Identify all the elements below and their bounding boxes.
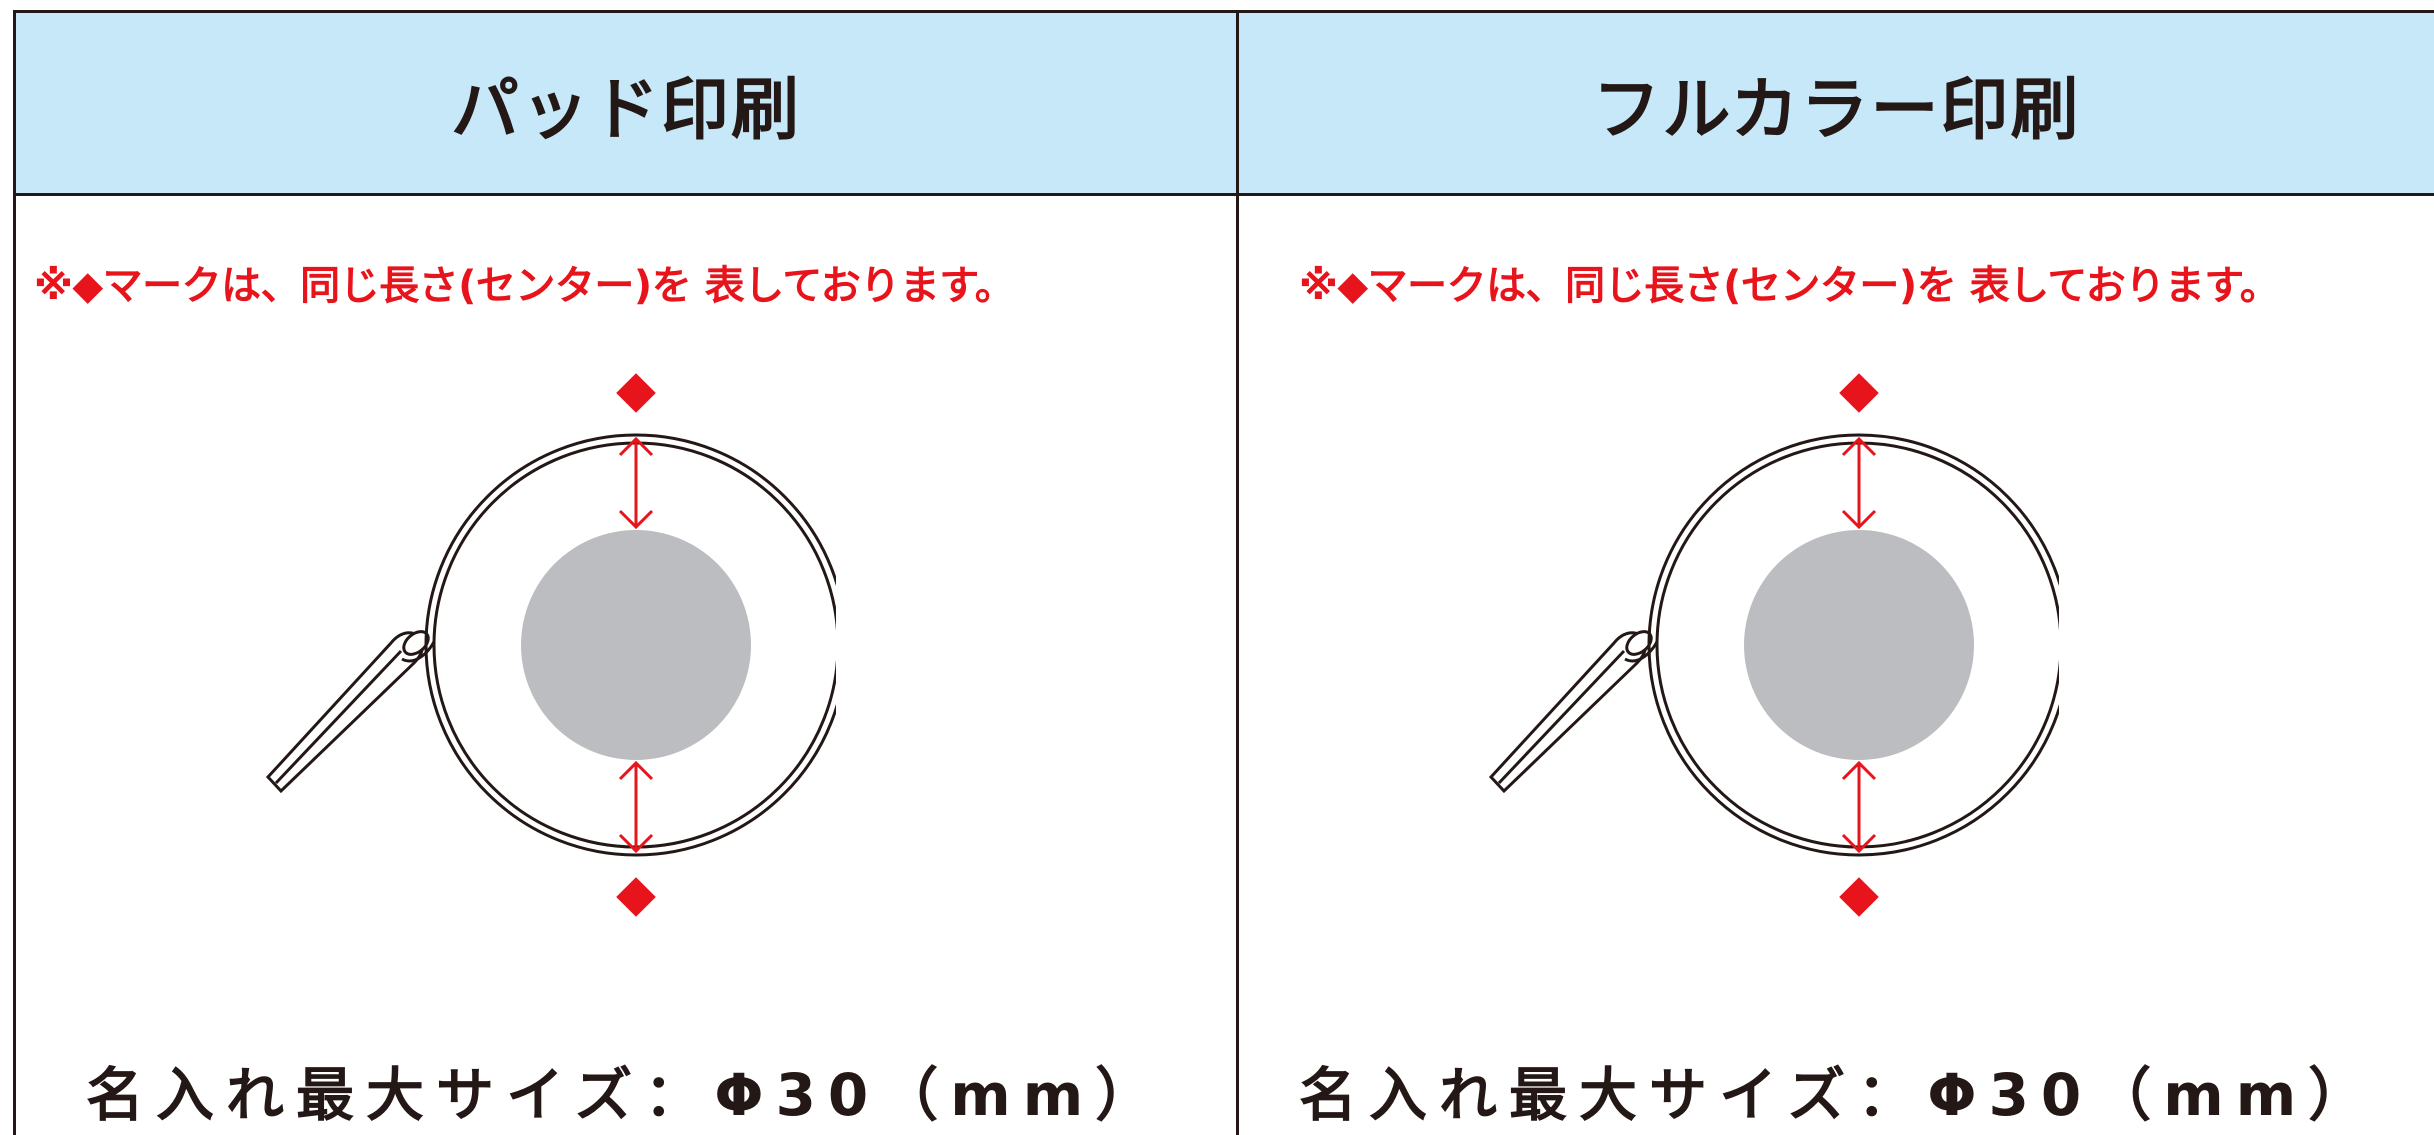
panel-header: フルカラー印刷 (1239, 13, 2434, 196)
keyring-diagram (1439, 353, 2071, 933)
panel-full-color-printing: フルカラー印刷 ※◆マークは、同じ長さ(センター)を 表しております。 (1236, 10, 2434, 1135)
max-print-size: 名入れ最大サイズ：Φ30（mm） (1299, 1061, 2379, 1129)
panel-title: パッド印刷 (450, 70, 801, 150)
print-area (1744, 530, 1974, 760)
panel-header: パッド印刷 (16, 13, 1236, 196)
strap-icon (265, 630, 440, 794)
print-area (521, 530, 751, 760)
strap-icon (1488, 630, 1663, 794)
center-mark-note: ※◆マークは、同じ長さ(センター)を 表しております。 (1299, 263, 2280, 309)
panel-title: フルカラー印刷 (1592, 70, 2081, 150)
double-arrow-icon (1841, 436, 1877, 530)
diamond-marker-icon (1839, 373, 1879, 413)
double-arrow-icon (618, 760, 654, 854)
keyring-diagram (216, 353, 848, 933)
panel-pad-printing: パッド印刷 ※◆マークは、同じ長さ(センター)を 表しております。 (13, 10, 1236, 1135)
diamond-marker-icon (1839, 877, 1879, 917)
double-arrow-icon (1841, 760, 1877, 854)
diamond-marker-icon (616, 877, 656, 917)
double-arrow-icon (618, 436, 654, 530)
diamond-marker-icon (616, 373, 656, 413)
center-mark-note: ※◆マークは、同じ長さ(センター)を 表しております。 (34, 263, 1015, 309)
max-print-size: 名入れ最大サイズ：Φ30（mm） (86, 1061, 1166, 1129)
